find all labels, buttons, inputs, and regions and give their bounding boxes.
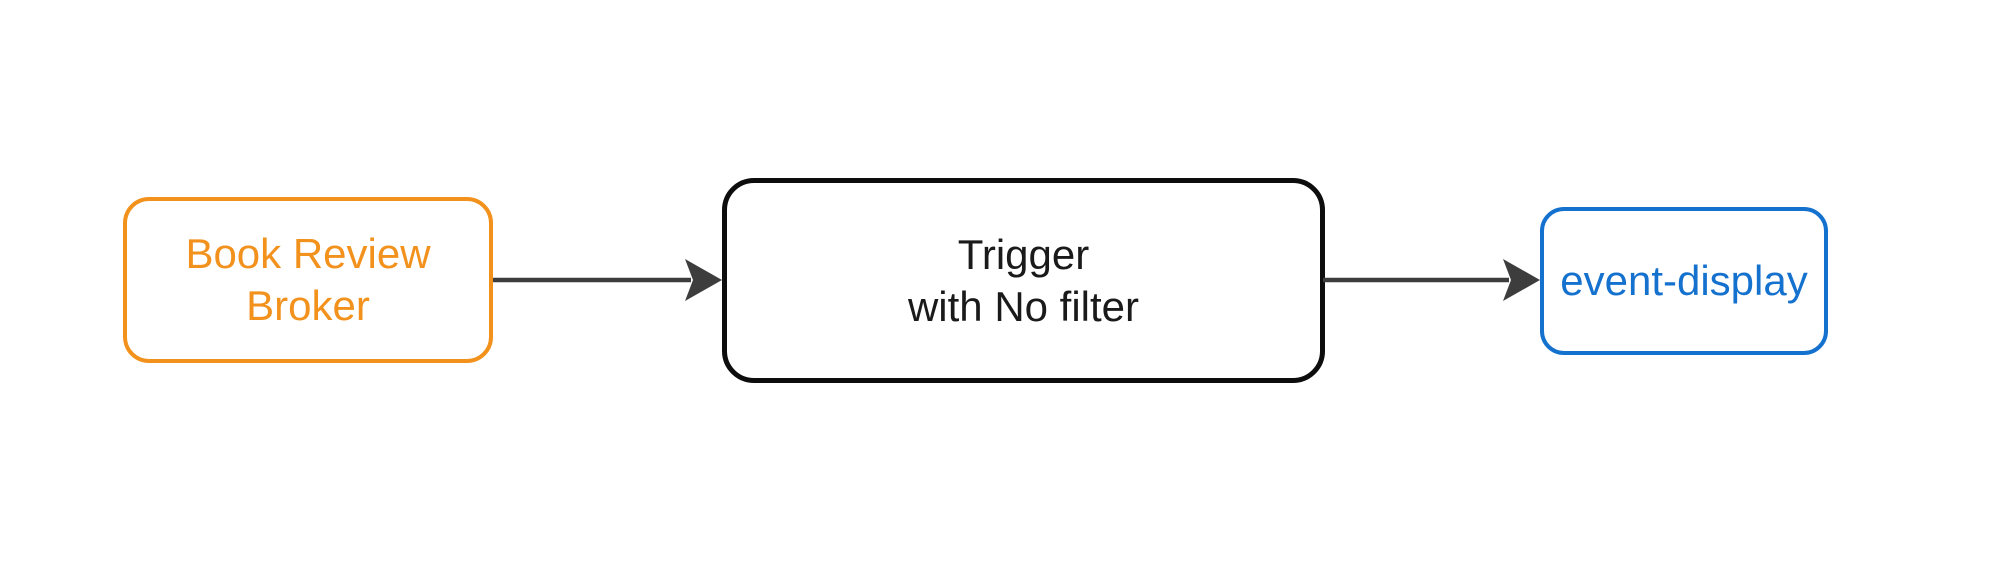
node-book-review-broker: Book Review Broker (123, 197, 493, 363)
node-event-display: event-display (1540, 207, 1828, 355)
node-label: Broker (246, 282, 370, 329)
arrowhead-icon (1503, 259, 1540, 301)
node-label: with No filter (907, 282, 1140, 330)
node-label: event-display (1560, 257, 1808, 304)
arrowhead-icon (685, 259, 722, 301)
node-label: Trigger (957, 230, 1090, 278)
node-label: Book Review (185, 230, 431, 277)
arrow-broker-to-trigger (493, 259, 722, 301)
node-trigger-with-no-filter: Trigger with No filter (722, 178, 1325, 383)
arrow-trigger-to-event-display (1323, 259, 1540, 301)
